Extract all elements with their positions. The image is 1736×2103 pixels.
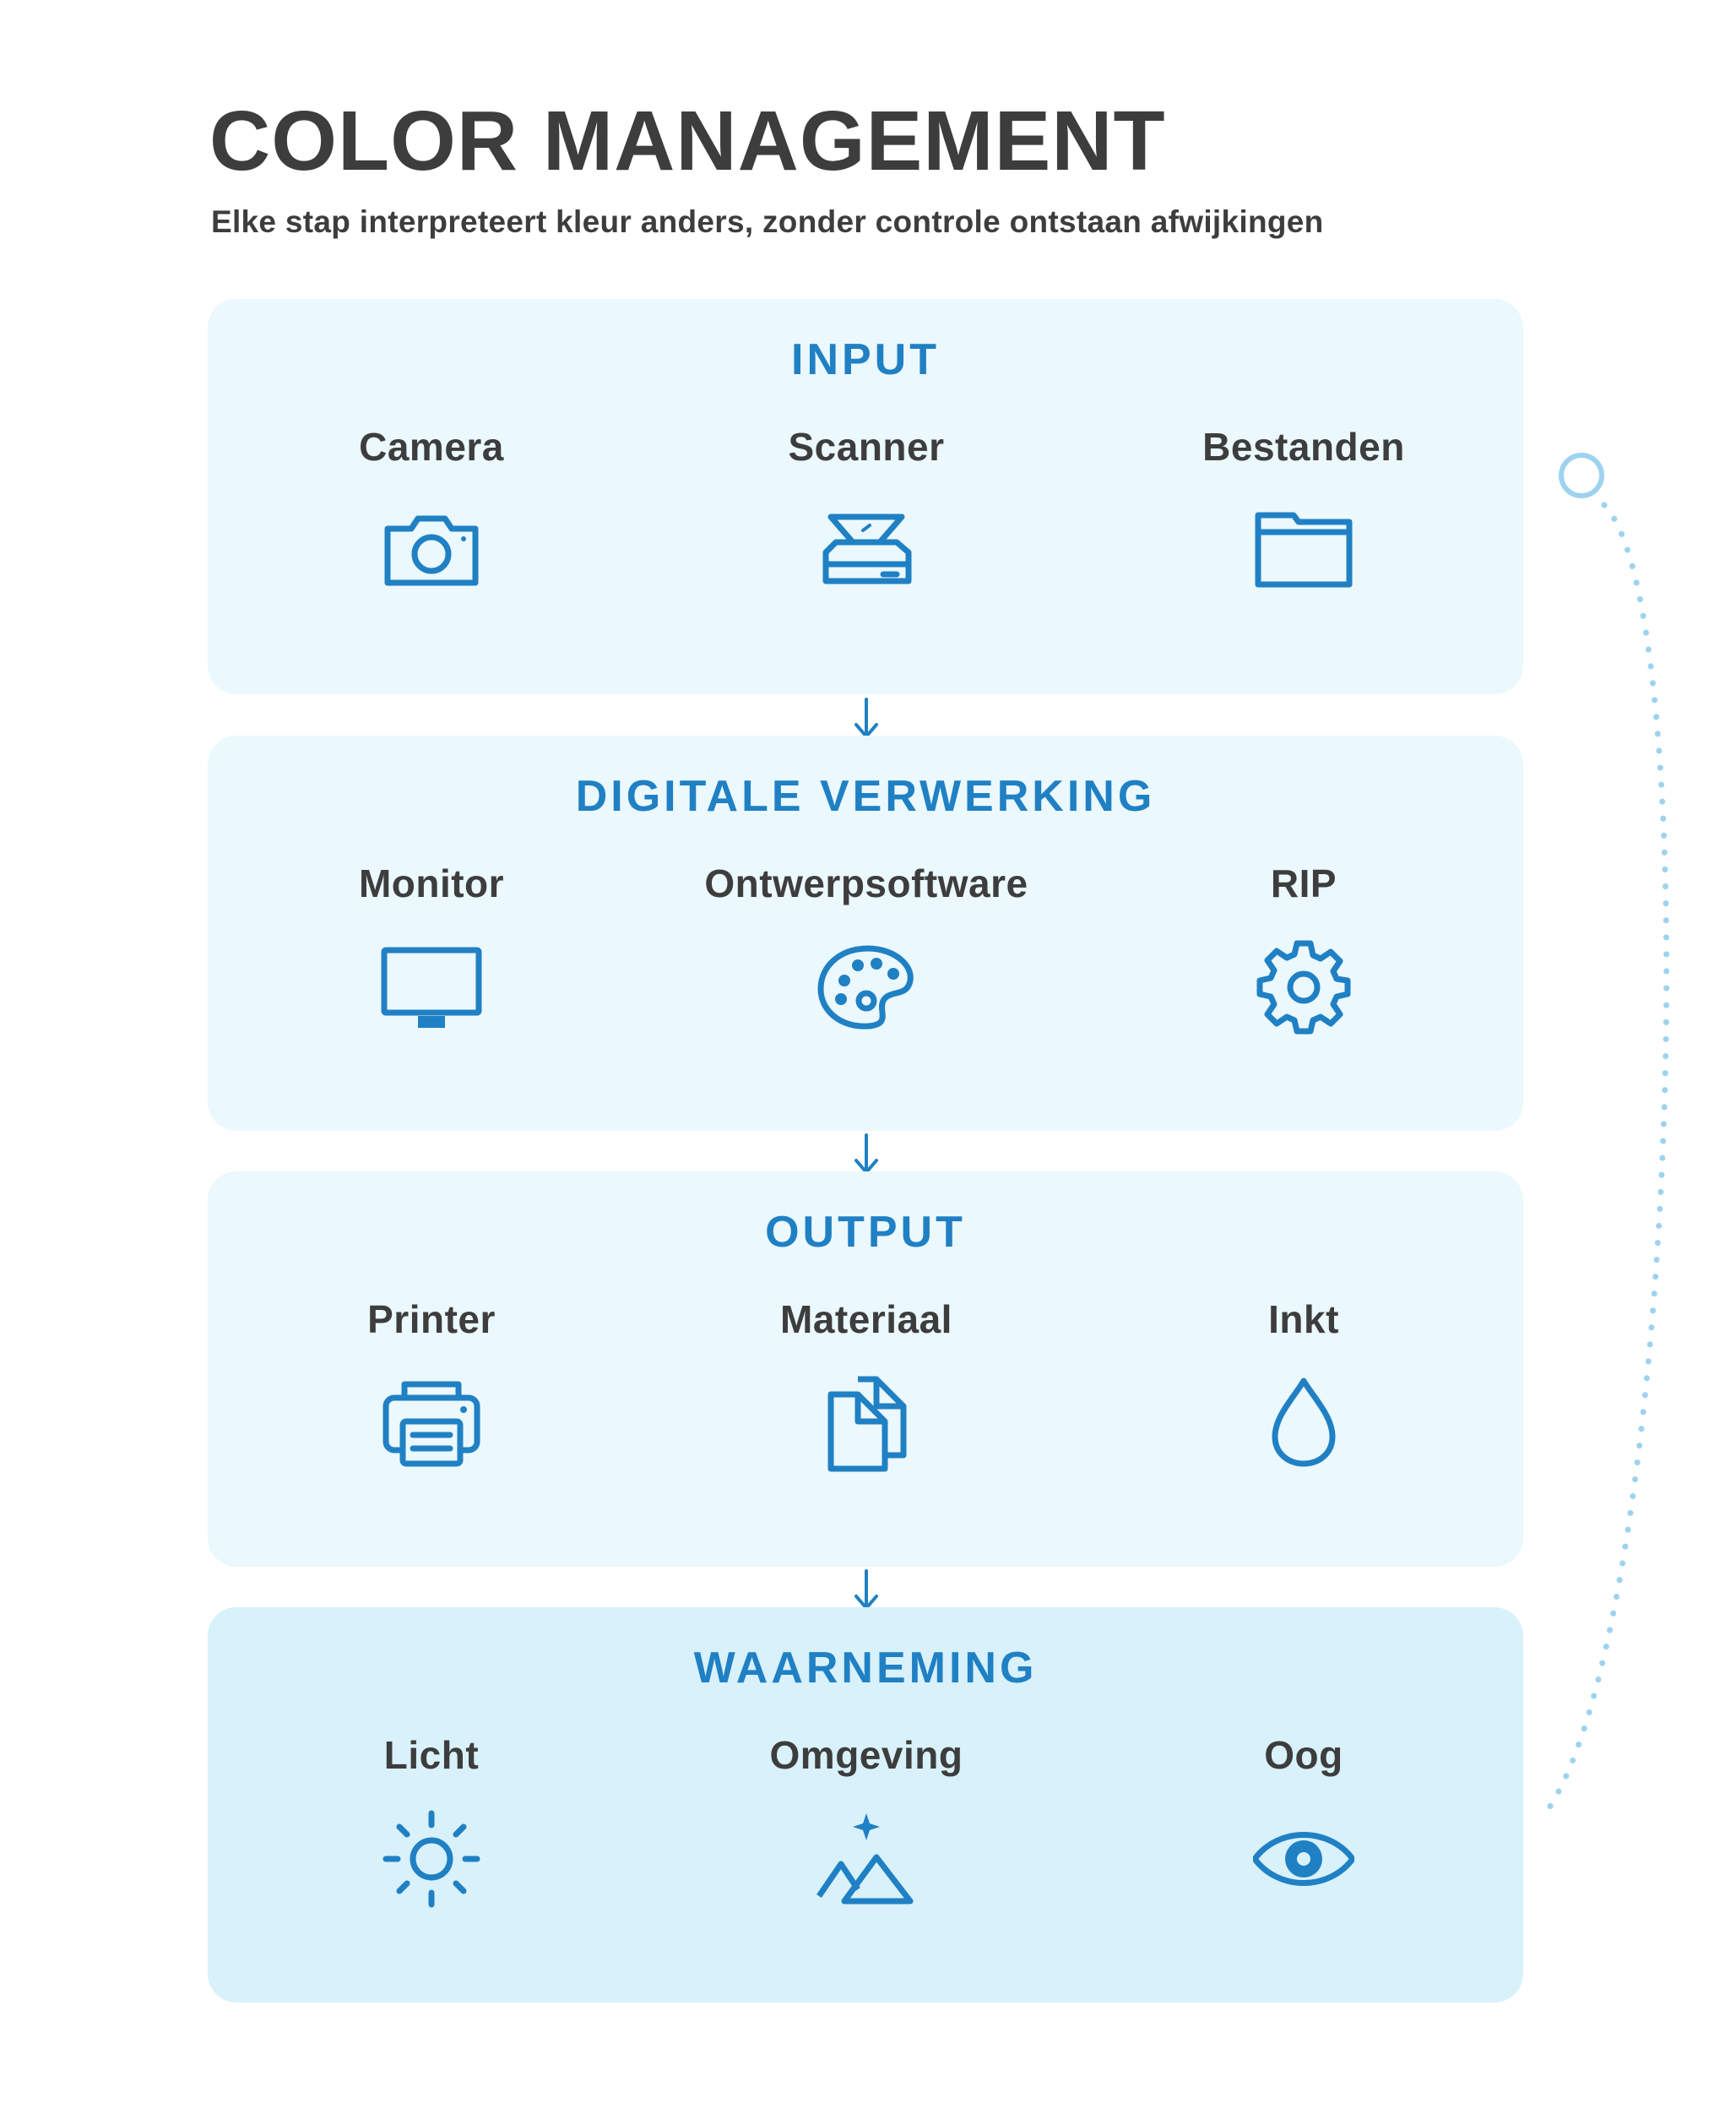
item-label: Inkt <box>1268 1297 1339 1341</box>
stage-item-design-software: Ontwerpsoftware <box>647 861 1086 1030</box>
stage-item-light: Licht <box>212 1732 651 1908</box>
stage-item-ink: Inkt <box>1084 1296 1523 1467</box>
stage-item-scanner: Scanner <box>647 424 1086 584</box>
stage-title: DIGITALE VERWERKING <box>575 772 1156 821</box>
page-subtitle: Elke stap interpreteert kleur anders, zo… <box>211 204 1324 239</box>
item-label: Omgeving <box>769 1733 963 1777</box>
stage-item-eye: Oog <box>1084 1732 1523 1886</box>
stage-item-environment: Omgeving <box>647 1732 1086 1905</box>
stage-input-panel: INPUT Camera Scanner Bestanden <box>208 299 1523 694</box>
folder-icon <box>1253 500 1354 601</box>
stage-perception-panel: WAARNEMING Licht Omgeving <box>208 1607 1523 2002</box>
monitor-icon <box>381 937 482 1038</box>
loop-start-circle <box>1559 453 1604 498</box>
stage-item-camera: Camera <box>212 424 651 586</box>
landscape-icon <box>816 1808 917 1910</box>
stage-processing-panel: DIGITALE VERWERKING Monitor Ontwerpsoftw… <box>208 736 1523 1131</box>
stage-title: INPUT <box>791 335 940 384</box>
eye-icon <box>1253 1808 1354 1910</box>
stage-item-material: Materiaal <box>647 1296 1086 1472</box>
item-label: Ontwerpsoftware <box>704 861 1028 905</box>
palette-icon <box>816 937 917 1038</box>
stage-item-files: Bestanden <box>1084 424 1523 588</box>
printer-icon <box>381 1372 482 1474</box>
flow-arrow <box>854 698 878 738</box>
item-label: Licht <box>383 1733 480 1777</box>
sun-icon <box>381 1808 482 1910</box>
flow-arrow <box>854 1133 878 1174</box>
gear-icon <box>1253 937 1354 1038</box>
documents-icon <box>816 1372 917 1474</box>
stage-title: OUTPUT <box>765 1208 966 1257</box>
item-label: Camera <box>359 425 504 469</box>
ink-drop-icon <box>1253 1372 1354 1474</box>
stage-item-printer: Printer <box>212 1296 651 1467</box>
item-label: RIP <box>1270 861 1337 905</box>
dotted-loop-path <box>1546 502 1670 1811</box>
item-label: Scanner <box>788 425 945 469</box>
item-label: Printer <box>367 1297 496 1341</box>
item-label: Monitor <box>358 861 505 905</box>
item-label: Bestanden <box>1202 425 1405 469</box>
item-label: Materiaal <box>780 1297 952 1341</box>
scanner-icon <box>816 500 917 601</box>
page-title: COLOR MANAGEMENT <box>209 94 1166 188</box>
flow-arrow <box>854 1569 878 1610</box>
camera-icon <box>381 500 482 601</box>
stage-title: WAARNEMING <box>693 1644 1038 1693</box>
stage-output-panel: OUTPUT Printer Materiaal Inkt <box>208 1171 1523 1567</box>
stage-item-rip: RIP <box>1084 861 1523 1035</box>
item-label: Oog <box>1264 1733 1343 1777</box>
stage-item-monitor: Monitor <box>212 861 651 1028</box>
